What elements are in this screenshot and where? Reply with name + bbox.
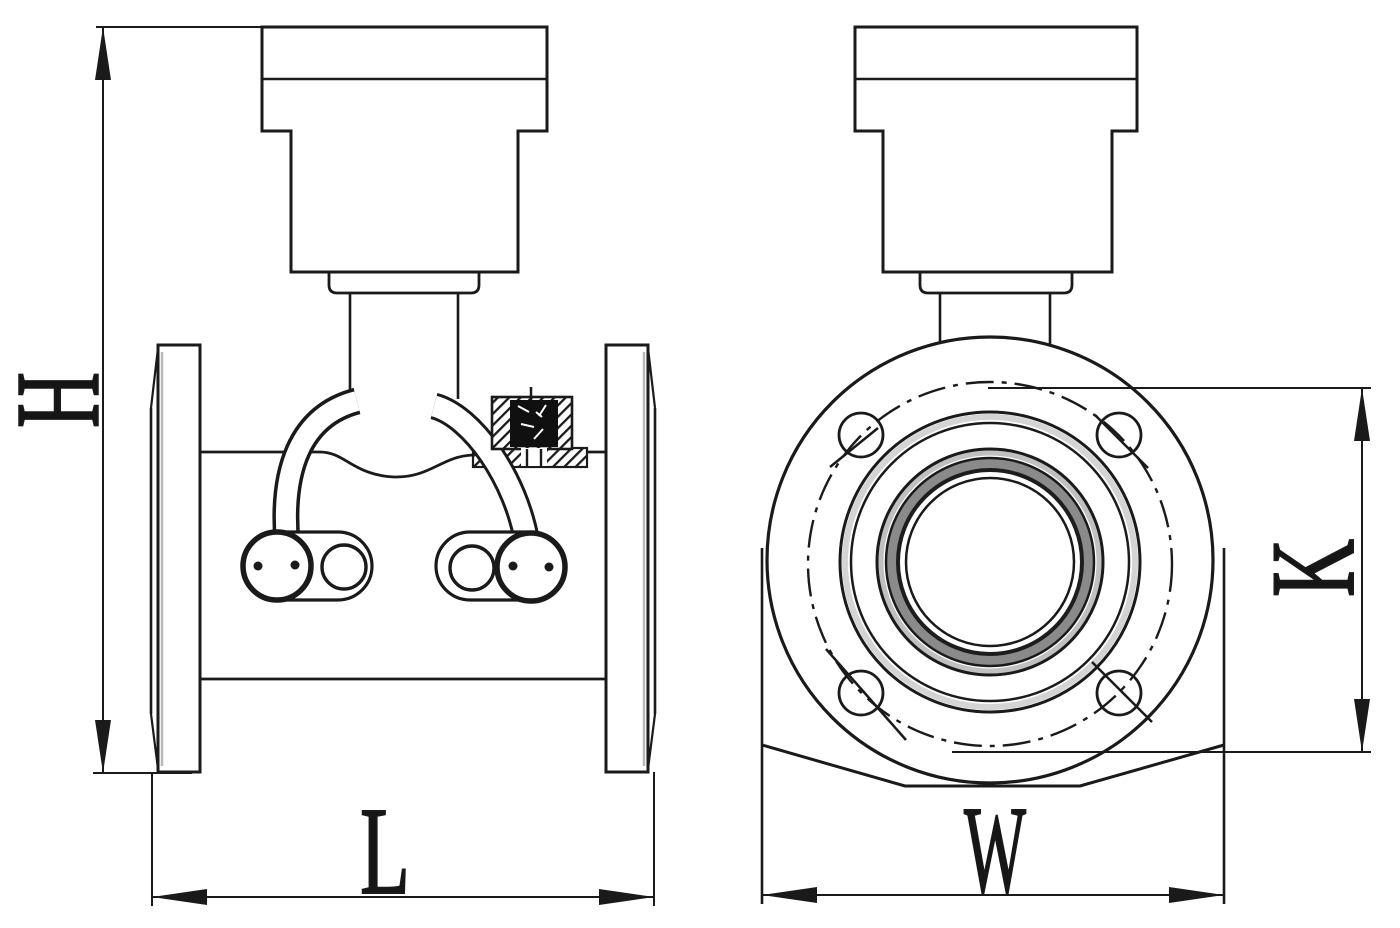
left-terminal-small-circle [320,543,368,591]
arrowhead-right-icon [1169,887,1224,903]
side-junction-box [260,25,549,399]
right-terminal-large-circle [494,530,568,604]
bolt-hole-bottom-right [1095,669,1143,717]
pipe-body [200,450,606,681]
electrode-assembly-right [434,530,568,604]
side-view [149,25,657,774]
conduit-tubes [272,387,541,546]
dimension-K: K [952,387,1380,753]
front-junction-box [853,25,1139,344]
arrowhead-right-icon [599,889,654,905]
flange-rings-shading [842,414,1138,710]
sensor-core [510,400,558,447]
arrowhead-down-icon [95,720,111,773]
body-silhouette [761,743,1225,788]
dim-label-length: L [360,783,410,921]
front-view [761,25,1225,788]
dimension-W: W [760,548,1226,921]
dimension-H: H [0,26,262,774]
dim-label-bolt-circle: K [1246,539,1379,597]
electrode-assembly-left [240,529,374,603]
sensor-section-detail [490,387,574,466]
right-terminal-small-circle [448,544,496,592]
bolt-circle-dashed [806,380,1174,748]
right-conduit-core [430,395,538,545]
left-terminal-large-circle [240,529,314,603]
arrowhead-down-icon [1354,699,1370,752]
left-conduit-core [275,391,360,543]
left-flange [149,343,202,774]
arrowhead-left-icon [762,887,817,903]
bore-rings [838,410,1142,714]
flange-outer-circle [765,335,1215,785]
dimension-L: L [151,772,655,922]
bolt-hole-top-left [837,411,885,459]
arrowhead-up-icon [95,27,111,80]
bolt-holes [825,411,1153,741]
arrowhead-up-icon [1354,388,1370,441]
arrowhead-left-icon [152,889,207,905]
dimensions: H L K W [0,26,1380,922]
dim-label-width: W [964,782,1026,920]
dim-label-height: H [0,372,124,428]
right-flange [604,343,657,774]
bolt-hole-bottom-left [837,669,885,717]
bolt-hole-top-right [1095,411,1143,459]
